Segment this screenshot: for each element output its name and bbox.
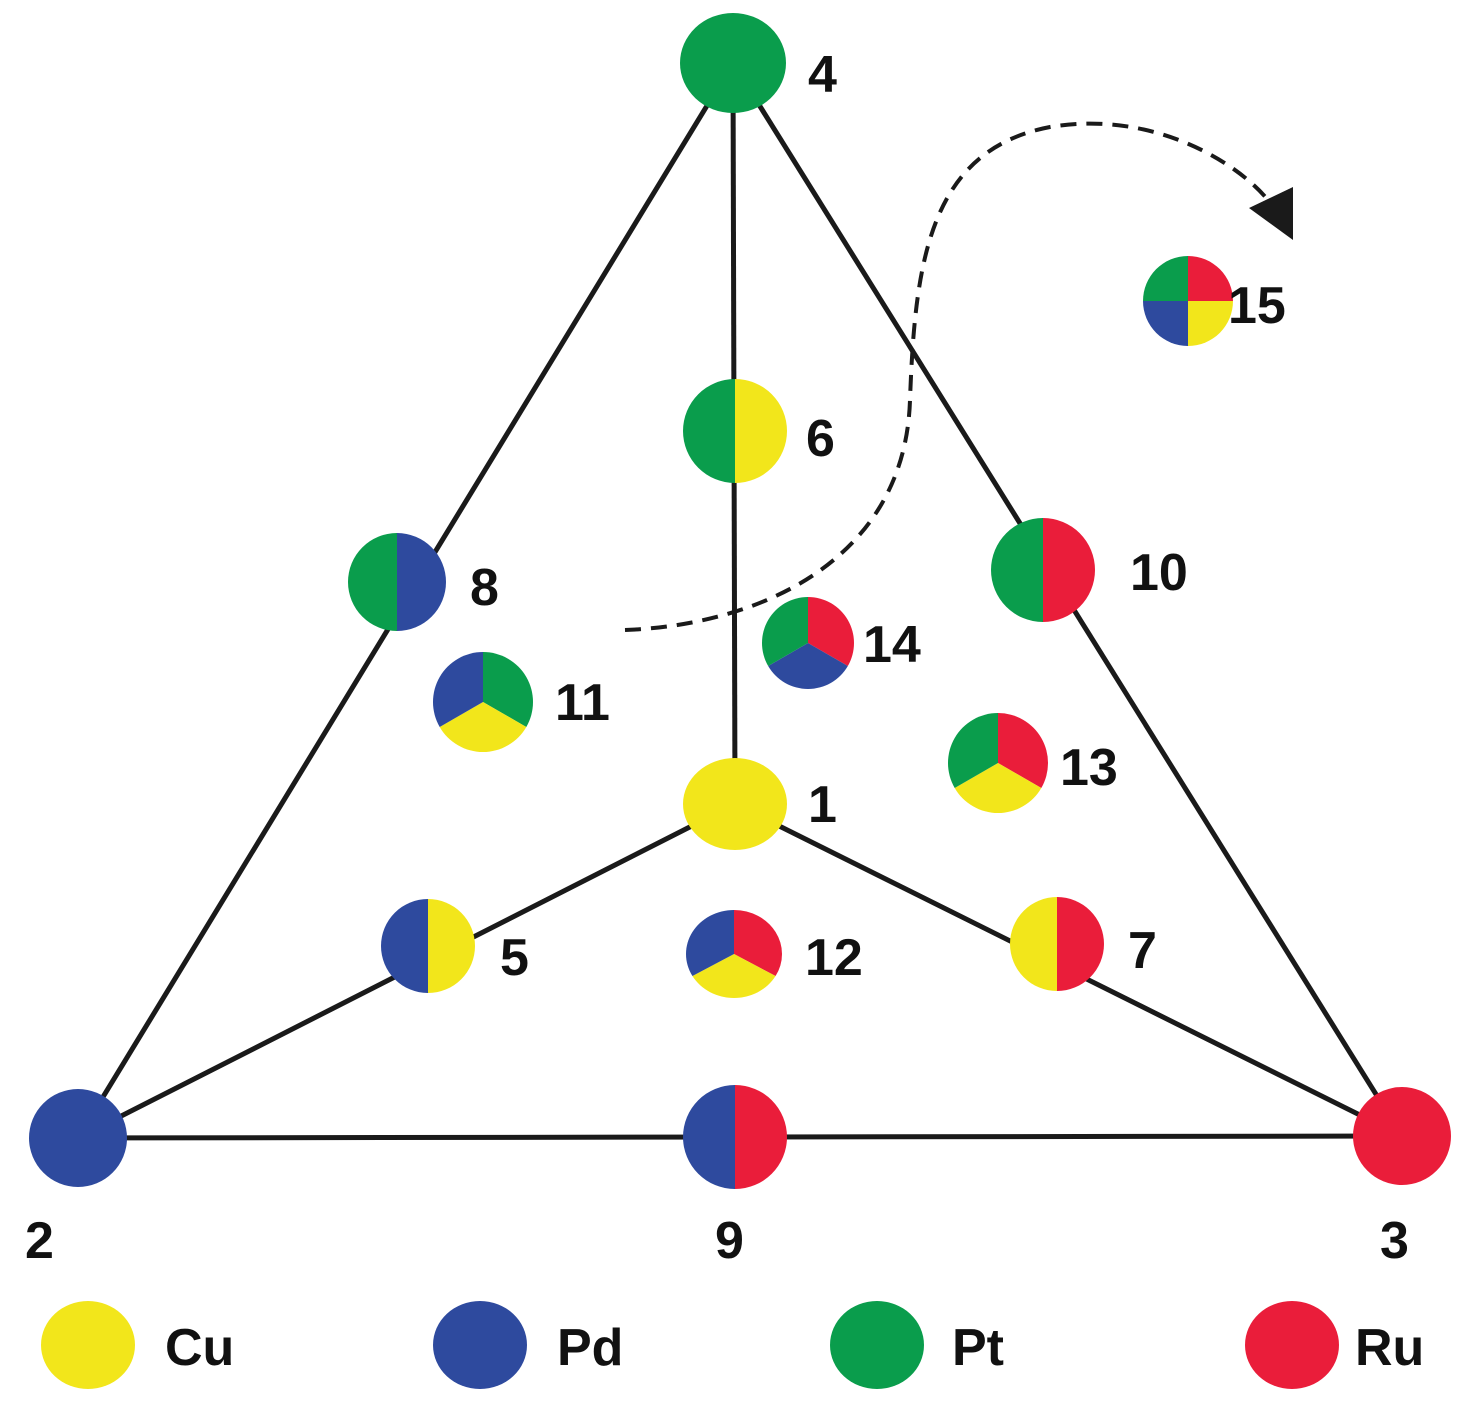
- node-label-4: 4: [808, 46, 837, 104]
- node-15-segment-pd: [1143, 301, 1188, 346]
- node-8-segment-pt: [348, 533, 397, 631]
- node-6-segment-pt: [683, 379, 735, 483]
- node-9-segment-ru: [735, 1085, 787, 1189]
- node-label-12: 12: [805, 929, 863, 987]
- node-label-2: 2: [25, 1212, 54, 1270]
- node-label-10: 10: [1130, 544, 1188, 602]
- node-8: 8: [348, 533, 499, 631]
- node-14-segment-pt: [762, 597, 808, 666]
- node-8-segment-pd: [397, 533, 446, 631]
- node-label-15: 15: [1228, 277, 1286, 335]
- node-4-disc-pt: [680, 13, 786, 113]
- arrowhead: [1249, 187, 1293, 240]
- node-6: 6: [683, 379, 835, 483]
- node-label-6: 6: [806, 410, 835, 468]
- node-label-7: 7: [1128, 922, 1157, 980]
- node-2: 2: [25, 1089, 127, 1270]
- node-5-segment-cu: [428, 899, 475, 993]
- node-15: 15: [1143, 256, 1286, 346]
- node-5: 5: [381, 899, 529, 993]
- node-4: 4: [680, 13, 837, 113]
- node-12: 12: [686, 910, 863, 998]
- node-14-segment-ru: [808, 597, 854, 666]
- node-3: 3: [1353, 1087, 1451, 1270]
- legend: Cu Pd Pt Ru: [41, 1301, 1424, 1389]
- node-14: 14: [762, 597, 921, 689]
- node-11-segment-pd: [433, 652, 483, 727]
- node-9-segment-pd: [683, 1085, 735, 1189]
- legend-swatch-pd: [433, 1301, 527, 1389]
- node-15-segment-ru: [1188, 256, 1233, 301]
- legend-label-cu: Cu: [165, 1319, 234, 1377]
- node-5-segment-pd: [381, 899, 428, 993]
- node-7-segment-cu: [1010, 897, 1057, 991]
- node-12-segment-ru: [734, 910, 782, 976]
- node-7: 7: [1010, 897, 1157, 991]
- node-label-14: 14: [863, 616, 921, 674]
- node-10-segment-pt: [991, 518, 1043, 622]
- node-9: 9: [683, 1085, 787, 1270]
- node-label-11: 11: [555, 674, 610, 732]
- node-11: 11: [433, 652, 610, 752]
- node-label-1: 1: [808, 776, 837, 834]
- node-label-3: 3: [1380, 1212, 1409, 1270]
- node-13-segment-ru: [998, 713, 1049, 788]
- legend-swatch-ru: [1245, 1301, 1339, 1389]
- node-label-13: 13: [1060, 739, 1118, 797]
- node-10: 10: [991, 518, 1188, 622]
- node-11-segment-pt: [483, 652, 533, 727]
- node-13-segment-pt: [948, 713, 998, 788]
- node-7-segment-ru: [1057, 897, 1104, 991]
- node-3-disc-ru: [1353, 1087, 1451, 1185]
- node-10-segment-ru: [1043, 518, 1095, 622]
- legend-swatch-cu: [41, 1301, 135, 1389]
- legend-label-pd: Pd: [557, 1319, 623, 1377]
- legend-swatch-pt: [830, 1301, 924, 1389]
- node-6-segment-cu: [735, 379, 787, 483]
- legend-label-ru: Ru: [1355, 1319, 1424, 1377]
- node-2-disc-pd: [29, 1089, 127, 1187]
- node-13: 13: [948, 713, 1118, 813]
- node-15-segment-cu: [1188, 301, 1233, 346]
- node-1: 1: [683, 758, 837, 850]
- legend-label-pt: Pt: [952, 1319, 1004, 1377]
- node-label-9: 9: [715, 1212, 744, 1270]
- node-1-disc-cu: [683, 758, 787, 850]
- node-label-5: 5: [500, 929, 529, 987]
- node-12-segment-pd: [686, 910, 734, 976]
- node-15-segment-pt: [1143, 256, 1188, 301]
- node-label-8: 8: [470, 559, 499, 617]
